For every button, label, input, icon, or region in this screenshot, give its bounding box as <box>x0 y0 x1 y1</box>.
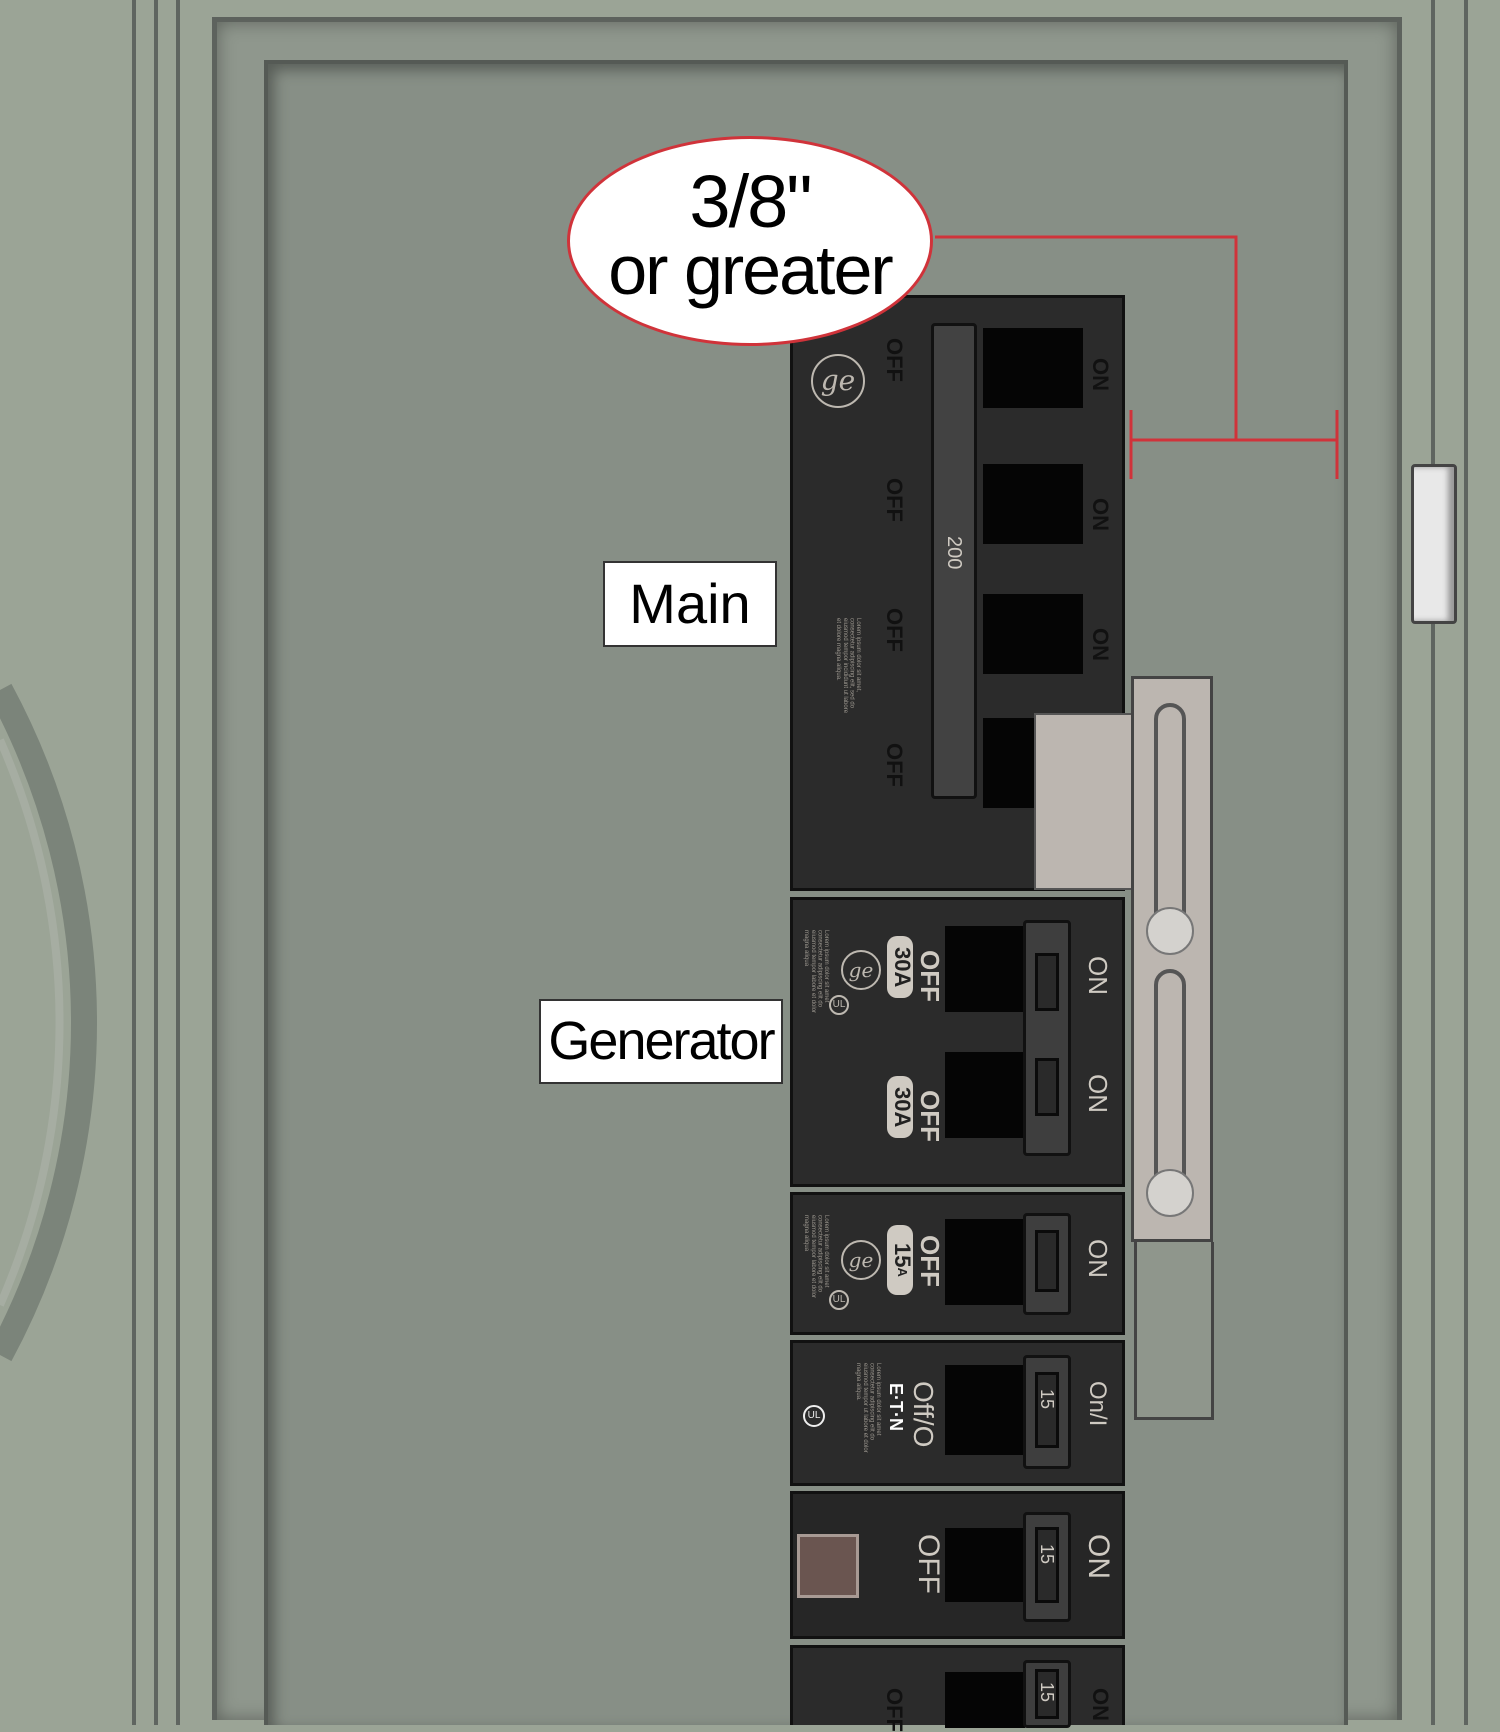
slot <box>945 1219 1025 1305</box>
clearance-callout: 3/8" or greater <box>567 136 933 346</box>
on-label: ON <box>1088 358 1113 391</box>
interlock-block <box>1034 713 1135 890</box>
slot <box>983 464 1083 544</box>
wall-line <box>132 0 136 1725</box>
rating-value: 15 <box>890 1243 915 1268</box>
off-label: OFF <box>915 950 945 1002</box>
breaker-bottom-handle[interactable]: 15 <box>1023 1660 1071 1728</box>
rating-badge: 15A <box>887 1225 915 1295</box>
ul-icon: UL <box>829 1290 849 1310</box>
on-label: ON <box>1088 628 1113 661</box>
wall-line <box>176 0 180 1725</box>
on-label: ON <box>1083 1239 1113 1278</box>
breaker-eaton-handle[interactable]: 15 <box>1023 1355 1071 1469</box>
generator-breaker: Lorem ipsum dolor sit amet consectetur a… <box>790 897 1125 1187</box>
generator-label: Generator <box>539 999 783 1084</box>
main-label: Main <box>603 561 777 647</box>
breaker-15a-handle[interactable] <box>1023 1213 1071 1315</box>
rating-badge: 30A <box>887 936 915 998</box>
ul-icon: UL <box>803 1405 825 1427</box>
eaton-logo: E·T·N <box>886 1383 906 1431</box>
slot <box>945 1052 1025 1138</box>
square-d-logo-icon <box>797 1534 859 1598</box>
breaker-eaton: UL Lorem ipsum dolor sit amet consectetu… <box>790 1340 1125 1486</box>
off-label: OFF <box>912 1534 945 1594</box>
rating-label: 200 <box>943 536 965 570</box>
breaker-bottom: OFF 15 ON <box>790 1645 1125 1732</box>
interlock-plate-lower <box>1134 1242 1214 1420</box>
ul-icon: UL <box>829 995 849 1015</box>
screw-icon <box>1146 1169 1194 1217</box>
off-label: OFF <box>882 478 907 522</box>
off-label: OFF <box>915 1090 945 1142</box>
ge-logo-icon: ge <box>841 950 881 990</box>
slot <box>983 594 1083 674</box>
screw-icon <box>1146 907 1194 955</box>
rating-label: 15 <box>1037 1682 1057 1703</box>
on-label: ON <box>1088 1688 1113 1721</box>
callout-measurement: 3/8" <box>689 160 812 243</box>
rating-label: 15 <box>1037 1544 1057 1565</box>
breaker-square-d: OFF 15 ON <box>790 1491 1125 1639</box>
interlock-plate[interactable] <box>1131 676 1213 1242</box>
on-label: ON <box>1083 1074 1113 1113</box>
on-label: ON <box>1083 956 1113 995</box>
off-label: OFF <box>882 608 907 652</box>
breaker-stack: ge Lorem ipsum dolor sit amet, consectet… <box>790 295 1131 1732</box>
on-label: ON <box>1082 1534 1115 1579</box>
wall-line <box>1431 0 1435 1725</box>
fine-print: Lorem ipsum dolor sit amet consectetur a… <box>855 1363 881 1453</box>
wall-line <box>1464 0 1468 1725</box>
meter-ring <box>0 683 98 1362</box>
off-label: OFF <box>915 1235 945 1287</box>
wall-line <box>154 0 158 1725</box>
slot <box>945 1365 1025 1455</box>
slot <box>945 926 1025 1012</box>
on-label: On/I <box>1084 1381 1111 1427</box>
slot <box>983 328 1083 408</box>
off-label: OFF <box>882 743 907 787</box>
breaker-15a-ge: Lorem ipsum dolor sit amet consectetur a… <box>790 1192 1125 1335</box>
slot <box>945 1672 1025 1728</box>
main-breaker-handle[interactable]: 200 <box>931 323 977 799</box>
fine-print: Lorem ipsum dolor sit amet, consectetur … <box>835 618 861 714</box>
rating-badge: 30A <box>887 1076 915 1138</box>
fine-print: Lorem ipsum dolor sit amet consectetur a… <box>803 1215 829 1299</box>
callout-qualifier: or greater <box>608 231 893 309</box>
rating-unit: A <box>895 1267 910 1277</box>
door-latch[interactable] <box>1411 464 1457 624</box>
off-label: Off/O <box>908 1381 939 1448</box>
breaker-square-d-handle[interactable]: 15 <box>1023 1512 1071 1622</box>
rating-label: 15 <box>1037 1389 1057 1410</box>
fine-print: Lorem ipsum dolor sit amet consectetur a… <box>803 930 829 1014</box>
slot <box>945 1528 1025 1602</box>
ge-logo-icon: ge <box>811 354 865 408</box>
ge-logo-icon: ge <box>841 1240 881 1280</box>
off-label: OFF <box>882 338 907 382</box>
on-label: ON <box>1088 498 1113 531</box>
generator-breaker-handle[interactable] <box>1023 920 1071 1156</box>
